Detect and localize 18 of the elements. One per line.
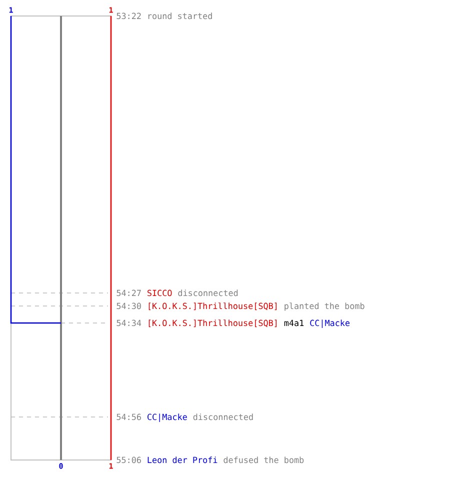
timestamp: 55:06 (116, 456, 141, 464)
event-text: disconnected (178, 290, 238, 296)
player-name: CC|Macke (310, 320, 350, 328)
timestamp: 54:56 (116, 414, 141, 420)
event-text: round started (148, 12, 212, 20)
player-name: CC|Macke (148, 414, 187, 422)
timestamp: 54:34 (116, 320, 142, 326)
player-name: [K.O.K.S.]Thrillhouse[SQB] (148, 302, 277, 310)
timestamp: 54:27 (116, 290, 141, 296)
event-text: planted the bomb (284, 302, 364, 311)
event-text: disconnected (193, 414, 253, 420)
timestamp: 54:30 (116, 302, 141, 310)
timestamp: 53:22 (116, 12, 141, 20)
player-name: [K.O.K.S.]Thrillhouse[SQB] (148, 320, 277, 328)
player-name: Leon der Profi (148, 456, 218, 464)
player-name: SICCO (148, 290, 172, 296)
event-text: defused the bomb (224, 456, 304, 464)
weapon-name: m4a1 (284, 320, 304, 326)
